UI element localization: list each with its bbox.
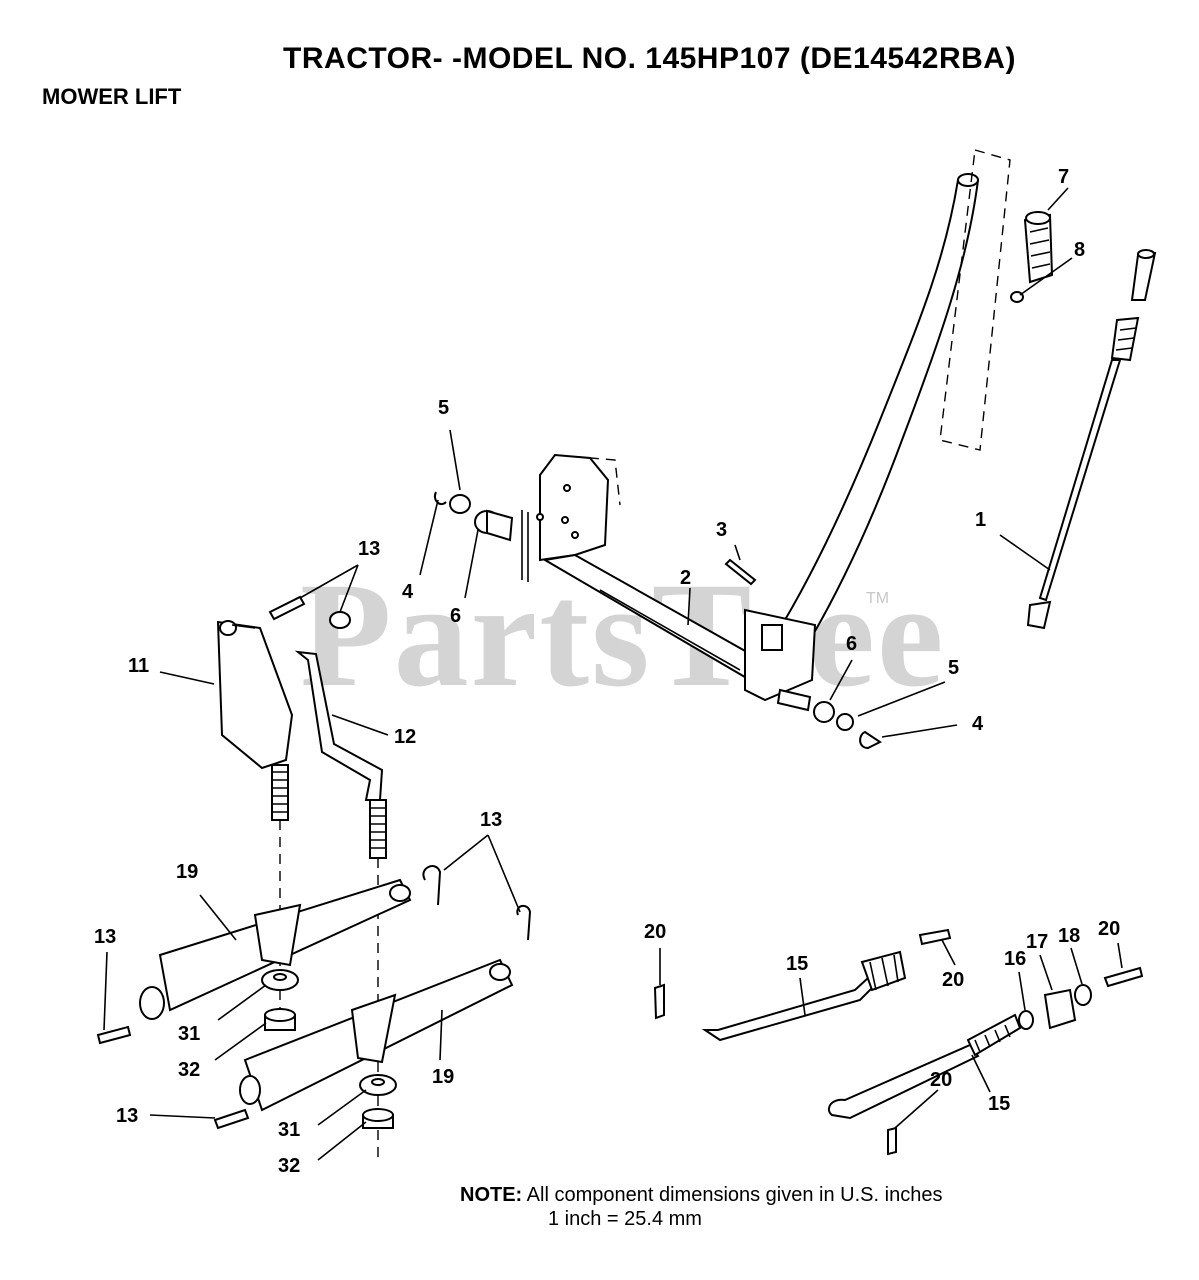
nut-lower [362, 1108, 394, 1129]
callout-32-upper: 32 [178, 1059, 200, 1081]
spring [1074, 984, 1092, 1006]
callout-13-left: 13 [94, 926, 116, 948]
callout-18: 18 [1058, 925, 1080, 947]
callout-5-left: 5 [438, 397, 449, 419]
lift-arm-upper [139, 878, 412, 1020]
clip-left [653, 983, 665, 1020]
right-shaft-hardware [744, 608, 882, 750]
callout-12: 12 [394, 726, 416, 748]
callout-2: 2 [680, 567, 691, 589]
clip-upper [918, 928, 952, 946]
page-title: TRACTOR- -MODEL NO. 145HP107 (DE14542RBA… [283, 42, 1016, 75]
callout-20-upper: 20 [942, 969, 964, 991]
callout-13-arms: 13 [480, 809, 502, 831]
callout-13-bottom: 13 [116, 1105, 138, 1127]
callout-3: 3 [716, 519, 727, 541]
leader-lines [103, 187, 1123, 1161]
hairpin-clip-bottom [213, 1108, 250, 1130]
washer-lower [359, 1074, 397, 1096]
section-title: MOWER LIFT [42, 84, 182, 109]
note-line-2: 1 inch = 25.4 mm [548, 1208, 702, 1230]
callout-20-right: 20 [1098, 918, 1120, 940]
lift-rod [1026, 249, 1157, 630]
callout-15-lower: 15 [988, 1093, 1010, 1115]
callout-17: 17 [1026, 931, 1048, 953]
note-line-1: All component dimensions given in U.S. i… [526, 1184, 943, 1206]
callout-11: 11 [128, 655, 149, 677]
lift-shaft [542, 553, 772, 682]
dimension-note: NOTE: All component dimensions given in … [460, 1184, 942, 1207]
callout-31-upper: 31 [178, 1023, 200, 1045]
callout-1: 1 [975, 509, 986, 531]
adjusting-bracket [1043, 988, 1077, 1030]
callout-32-lower: 32 [278, 1155, 300, 1177]
callout-19-lower: 19 [432, 1066, 454, 1088]
callout-19-upper: 19 [176, 861, 198, 883]
watermark-trademark: TM [866, 590, 890, 607]
clip-lower [887, 1126, 897, 1156]
callout-7: 7 [1058, 166, 1069, 188]
callout-15-upper: 15 [786, 953, 808, 975]
callout-6-right: 6 [846, 633, 857, 655]
spacer [1018, 1010, 1034, 1030]
lift-handle [758, 173, 980, 682]
lift-link [216, 620, 294, 770]
grip [1010, 211, 1054, 303]
left-shaft-hardware [434, 491, 514, 542]
callout-16: 16 [1004, 948, 1026, 970]
washer-upper [261, 969, 299, 991]
callout-31-lower: 31 [278, 1119, 300, 1141]
callout-4-right: 4 [972, 713, 984, 735]
callout-6-left: 6 [450, 605, 461, 627]
pin [724, 558, 757, 586]
callout-8: 8 [1074, 239, 1085, 261]
lift-arm-lower [239, 958, 514, 1112]
callout-13-top: 13 [358, 538, 380, 560]
threaded-rod-left [271, 764, 289, 821]
callout-20-lower: 20 [930, 1069, 952, 1091]
hairpin-clip-left [96, 1025, 132, 1045]
clip-right [1103, 966, 1144, 988]
note-label: NOTE: [460, 1184, 523, 1206]
hairpin-clip-arms [422, 865, 532, 941]
callout-20-left: 20 [644, 921, 666, 943]
hairpin-clip-top [268, 595, 351, 629]
nut-upper [264, 1008, 296, 1031]
threaded-rod-right [369, 799, 387, 859]
adjusting-link [294, 650, 384, 801]
callout-4-left: 4 [402, 581, 414, 603]
lift-rod-assembly [701, 950, 1022, 1120]
handle-sleeve [939, 149, 1011, 451]
callout-5-right: 5 [948, 657, 959, 679]
